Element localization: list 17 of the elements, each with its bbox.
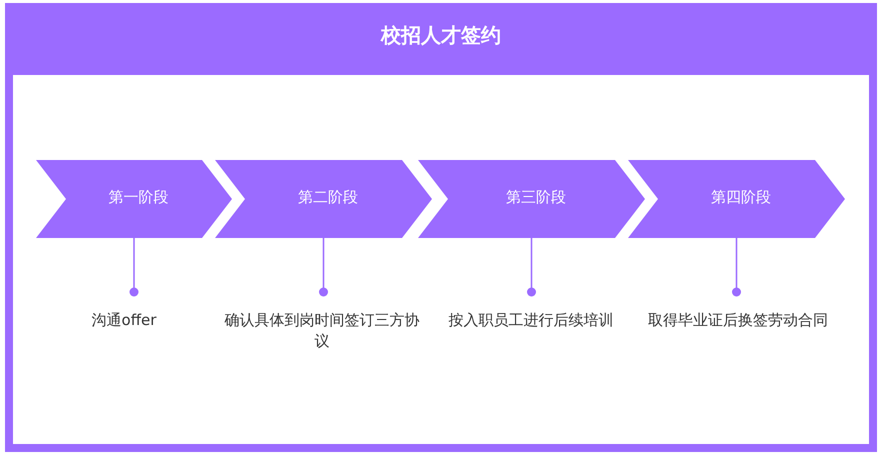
chevron-step — [418, 160, 645, 238]
chevron-step — [628, 160, 845, 238]
step-description: 按入职员工进行后续培训 — [448, 310, 614, 331]
step-label: 第四阶段 — [711, 188, 771, 207]
connector-line — [732, 238, 741, 296]
step-label: 第一阶段 — [108, 188, 168, 207]
connector-line — [527, 238, 536, 296]
step-label: 第三阶段 — [506, 188, 566, 207]
chevron-step — [215, 160, 432, 238]
connector-line — [130, 238, 138, 296]
connector-line — [319, 238, 328, 296]
step-description: 取得毕业证后换签劳动合同 — [647, 310, 829, 331]
step-description: 确认具体到岗时间签订三方协议 — [224, 310, 420, 352]
step-label: 第二阶段 — [298, 188, 358, 207]
step-description: 沟通offer — [90, 310, 158, 331]
title: 校招人才签约 — [380, 22, 502, 49]
chevron-step — [36, 160, 232, 238]
